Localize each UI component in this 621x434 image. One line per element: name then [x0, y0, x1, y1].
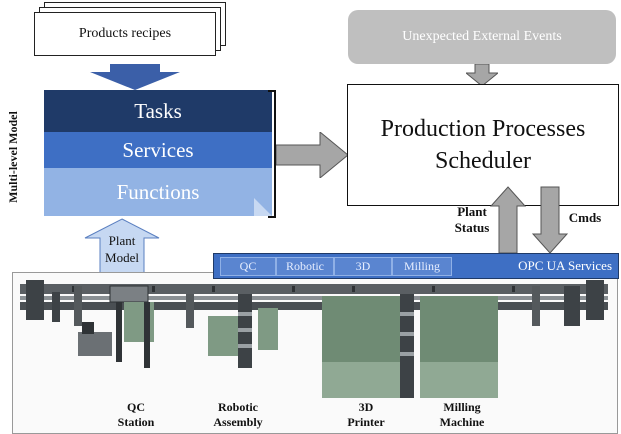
opc-ua-services-bar: QC Robotic 3D Milling OPC UA Services — [213, 253, 619, 279]
tasks-level-label: Tasks — [134, 98, 182, 123]
station-milling-label: Milling Machine — [422, 400, 502, 430]
service-qc: QC — [220, 257, 276, 276]
station-qc-label: QC Station — [96, 400, 176, 430]
products-recipes-label: Products recipes — [78, 26, 172, 41]
station-3d-line2: Printer — [347, 415, 385, 429]
multi-level-model-label: Multi-level Model — [6, 111, 20, 203]
model-bracket — [268, 90, 276, 218]
services-level: Services — [44, 132, 272, 168]
station-robotic-line1: Robotic — [218, 400, 258, 414]
scheduler-box: Production Processes Scheduler — [347, 84, 619, 206]
products-recipes-box: Products recipes — [34, 12, 216, 56]
functions-level: Functions — [44, 168, 272, 216]
station-3d-line1: 3D — [358, 400, 374, 414]
services-level-label: Services — [122, 137, 194, 162]
plant-model-label: Plant Model — [92, 232, 152, 266]
service-milling: Milling — [392, 257, 452, 276]
plant-model-line2: Model — [105, 250, 139, 265]
recipes-to-model-arrow — [90, 64, 180, 90]
plant-status-line1: Plant — [457, 204, 487, 219]
tasks-level: Tasks — [44, 90, 272, 132]
scheduler-title-line2: Scheduler — [435, 148, 531, 174]
scheduler-title-line1: Production Processes — [380, 116, 586, 142]
service-robotic: Robotic — [276, 257, 334, 276]
functions-level-label: Functions — [116, 179, 200, 204]
station-robotic-line2: Assembly — [213, 415, 263, 429]
opc-ua-services-label: OPC UA Services — [518, 258, 612, 273]
plant-status-label: Plant Status — [448, 204, 496, 236]
external-events-box: Unexpected External Events — [348, 10, 616, 64]
plant-status-line2: Status — [454, 220, 490, 235]
cmds-label: Cmds — [568, 210, 602, 225]
service-3d: 3D — [334, 257, 392, 276]
station-qc-line2: Station — [117, 415, 155, 429]
external-events-label: Unexpected External Events — [402, 29, 562, 44]
plant-line-illustration — [20, 280, 608, 398]
cmds-arrow — [532, 186, 568, 254]
model-to-scheduler-arrow — [276, 132, 348, 178]
station-robotic-label: Robotic Assembly — [198, 400, 278, 430]
station-qc-line1: QC — [127, 400, 145, 414]
plant-model-line1: Plant — [108, 233, 136, 248]
station-3d-label: 3D Printer — [326, 400, 406, 430]
events-to-scheduler-arrow — [466, 64, 498, 86]
station-milling-line2: Machine — [439, 415, 485, 429]
model-page-fold — [254, 198, 272, 216]
station-milling-line1: Milling — [443, 400, 481, 414]
